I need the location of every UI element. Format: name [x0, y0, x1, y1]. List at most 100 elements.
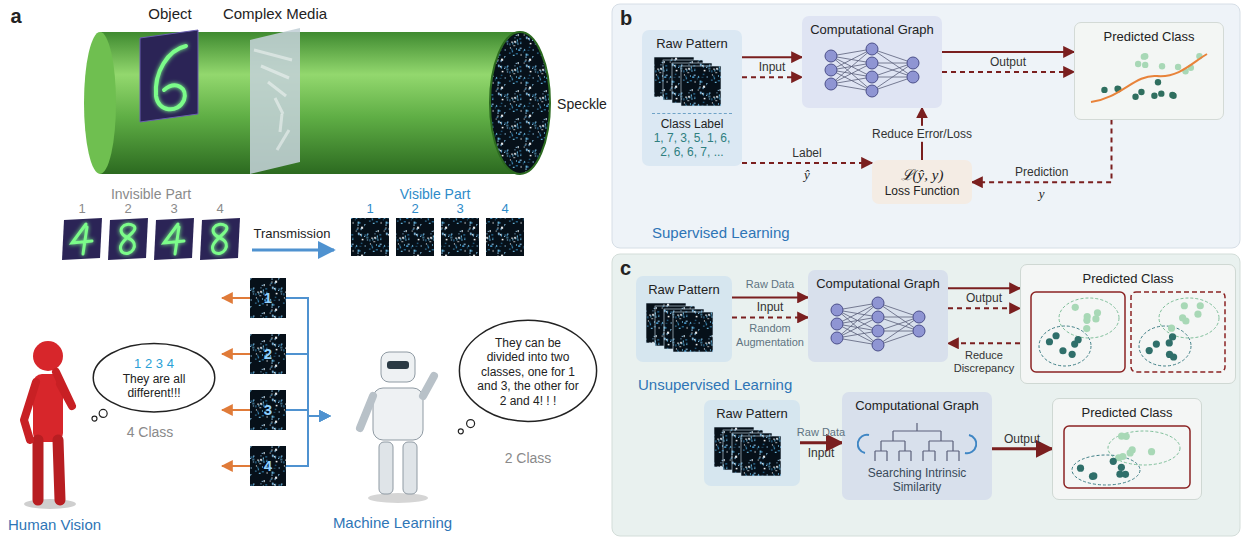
- digit-image: [62, 218, 102, 260]
- connector: [948, 287, 1020, 289]
- connector: [286, 354, 330, 416]
- free-label: Raw Data: [797, 426, 845, 439]
- nn-picture: [823, 295, 933, 353]
- node-text: Computational Graph: [816, 276, 940, 292]
- object-digit: [140, 30, 198, 122]
- free-label: Visible Part: [400, 186, 471, 203]
- raw-pattern-box: Raw Pattern: [704, 400, 800, 486]
- node-text: 2: [264, 345, 272, 363]
- digit-image: [108, 218, 148, 260]
- free-label: 4: [501, 201, 508, 217]
- node-text: 1, 7, 3, 5, 1, 6, 2, 6, 6, 7, ...: [648, 131, 736, 160]
- node-text: 1: [264, 289, 272, 307]
- connector: [286, 298, 330, 416]
- node-text: Raw Pattern: [656, 36, 728, 52]
- connector: [222, 409, 250, 411]
- digit-image: [200, 218, 240, 260]
- node-text: b: [620, 6, 632, 30]
- connector: [286, 416, 330, 466]
- dendro-picture: [857, 417, 977, 463]
- thought-bubble: They can be divided into two classes, on…: [458, 318, 598, 428]
- raw-pattern-box: Raw Pattern: [636, 276, 732, 362]
- speckle-image: [441, 218, 479, 256]
- node-text: Unsupervised Learning: [638, 376, 792, 394]
- node-text: ℒ(ŷ, y): [901, 166, 944, 184]
- speckle-tile: 3: [250, 390, 286, 430]
- panel-background: [612, 254, 1240, 536]
- connector: [800, 441, 842, 444]
- node-text: Computational Graph: [810, 22, 934, 38]
- separator: [652, 113, 731, 114]
- connector: [972, 120, 1112, 183]
- node-text: 4: [264, 457, 272, 475]
- stack-picture: [710, 425, 794, 477]
- speckle-tile: 4: [250, 446, 286, 486]
- dashed-return-arrow: [732, 316, 808, 318]
- edge-label: Input: [757, 300, 784, 314]
- node-text: Computational Graph: [855, 398, 979, 414]
- graph-box: Computational Graph: [802, 16, 942, 108]
- speckle-image: [396, 218, 434, 256]
- free-label: Invisible Part: [111, 186, 191, 203]
- free-label: 3: [456, 201, 463, 217]
- edge-label: Input: [759, 60, 786, 74]
- free-label: ŷ: [804, 167, 810, 183]
- node-text: Human Vision: [8, 516, 101, 534]
- free-label: 2: [411, 201, 418, 217]
- loss-box: ℒ(ŷ, y)Loss Function: [872, 160, 972, 204]
- dashed-return-arrow: [942, 71, 1074, 73]
- prediction-box: Predicted Class: [1052, 398, 1202, 500]
- human-figure: [24, 341, 76, 509]
- stack-picture: [650, 55, 734, 107]
- free-label: 4 Class: [127, 424, 174, 441]
- edge-label: Prediction: [1015, 165, 1068, 179]
- stack-picture: [642, 301, 726, 353]
- nn-picture: [817, 41, 927, 99]
- free-label: 1: [366, 201, 373, 217]
- machine-learning: Machine Learning: [330, 300, 455, 532]
- connector: [942, 51, 1074, 53]
- free-label: Random Augmentation: [733, 322, 807, 348]
- connector: [742, 162, 872, 164]
- node-text: Predicted Class: [1081, 405, 1172, 421]
- node-text: Searching Intrinsic Similarity: [848, 466, 986, 495]
- dashed-return-arrow: [742, 76, 802, 78]
- graph-box: Computational GraphSearching Intrinsic S…: [842, 392, 992, 500]
- node-text: Raw Pattern: [716, 406, 788, 422]
- thought-bubble: 1 2 3 4They are all different!!!: [92, 342, 216, 416]
- connector: [222, 353, 250, 355]
- node-text: They can be divided into two classes, on…: [476, 336, 580, 408]
- connector: [992, 447, 1052, 450]
- free-label: y: [1039, 186, 1045, 202]
- free-label: 2 Class: [505, 450, 552, 467]
- speckle-tile: 2: [250, 334, 286, 374]
- speckle-image: [351, 218, 389, 256]
- node-text: 1 2 3 4: [134, 356, 174, 372]
- panel-background: [612, 4, 1240, 248]
- connector: [742, 56, 802, 58]
- free-label: 2: [124, 201, 131, 217]
- edge-label: Reduce Discrepancy: [947, 349, 1021, 375]
- prediction-box: Predicted Class: [1074, 22, 1224, 120]
- connector: [948, 342, 1020, 344]
- node-text: Loss Function: [885, 184, 960, 198]
- twobox-picture: [1029, 290, 1227, 374]
- free-label: 1: [78, 201, 85, 217]
- free-label: Object: [148, 5, 191, 23]
- connector: [222, 465, 250, 467]
- free-label: a: [10, 4, 21, 28]
- node-text: Predicted Class: [1082, 271, 1173, 287]
- edge-label: Output: [1004, 432, 1040, 446]
- speckle-image: [486, 218, 524, 256]
- free-label: Speckle: [557, 96, 607, 113]
- graph-box: Computational Graph: [808, 270, 948, 362]
- dashed-return-arrow: [948, 307, 1020, 309]
- node-text: Predicted Class: [1103, 29, 1194, 45]
- panel: cUnsupervised LearningRaw PatternComputa…: [612, 254, 1240, 536]
- free-label: Transmission: [254, 226, 331, 242]
- edge-label: Output: [966, 291, 1002, 305]
- complex-media: [250, 28, 300, 174]
- node-text: Machine Learning: [333, 514, 452, 532]
- connector: [222, 297, 250, 299]
- connector: [732, 296, 808, 298]
